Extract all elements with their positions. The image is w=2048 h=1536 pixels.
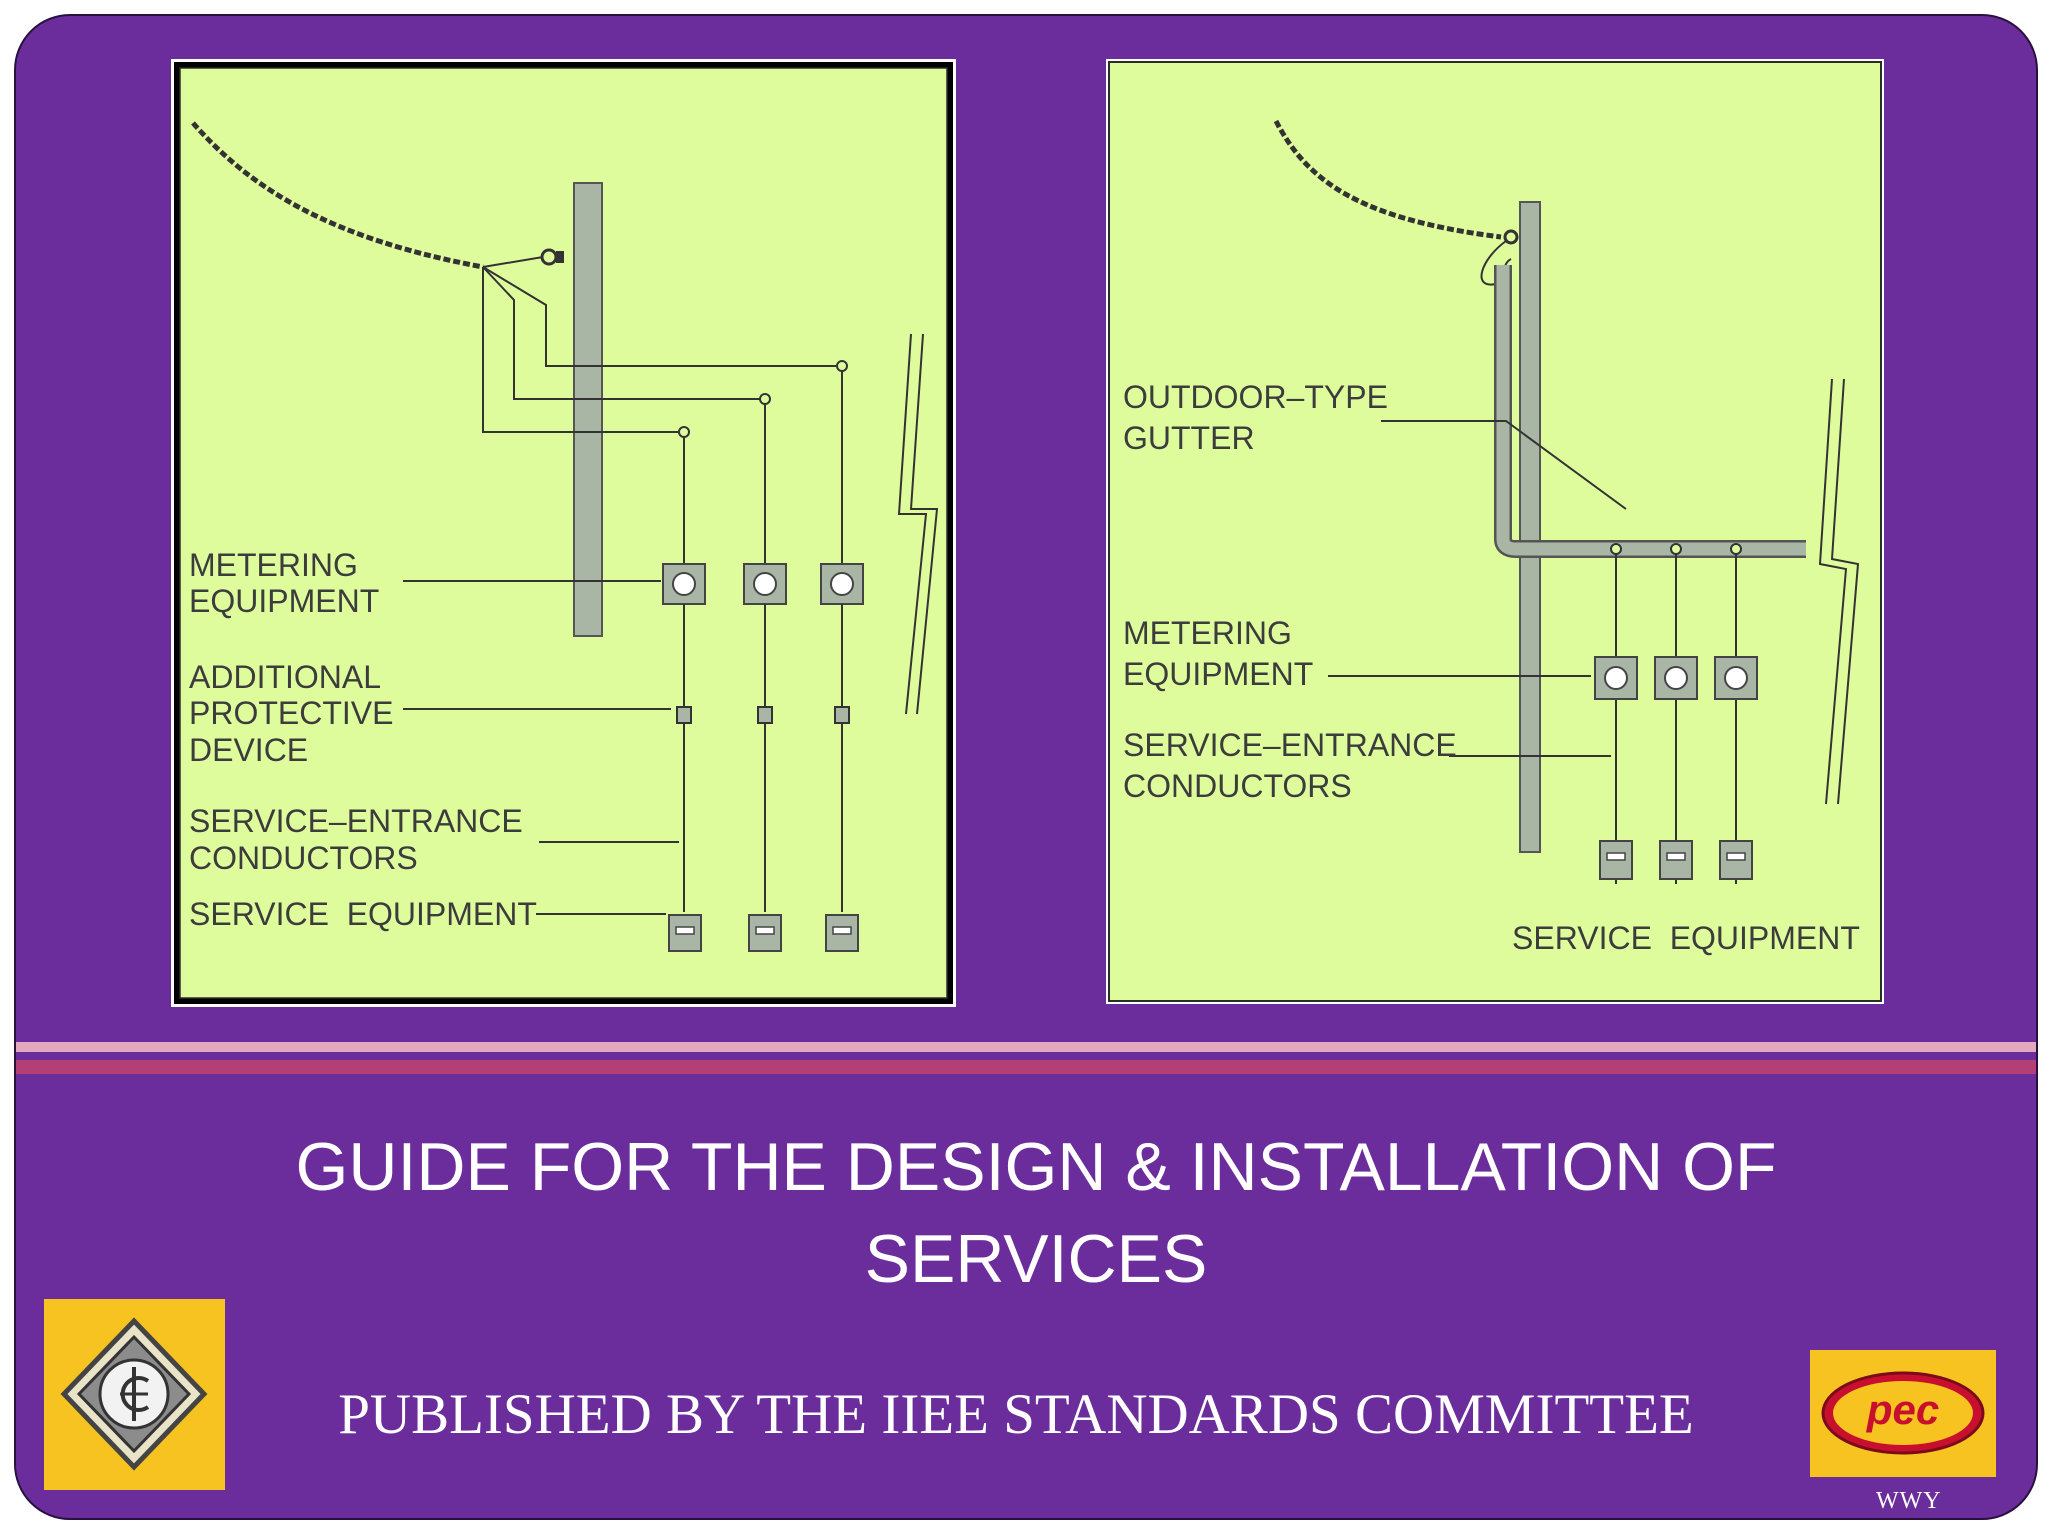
label-protective-3: DEVICE bbox=[189, 732, 308, 768]
diagram-left-panel: METERING EQUIPMENT ADDITIONAL PROTECTIVE… bbox=[171, 59, 956, 1007]
service-drop-3 bbox=[482, 266, 843, 572]
break-line-b bbox=[1830, 378, 1860, 805]
label-service-equipment: SERVICE EQUIPMENT bbox=[189, 896, 537, 932]
insulator bbox=[1503, 229, 1519, 245]
iiee-logo bbox=[44, 1299, 225, 1490]
meter-2 bbox=[743, 563, 787, 605]
service-drop-2 bbox=[482, 266, 766, 572]
protective-device-1 bbox=[676, 706, 692, 724]
page-title: GUIDE FOR THE DESIGN & INSTALLATION OF S… bbox=[176, 1121, 1896, 1305]
label-conductors-2: CONDUCTORS bbox=[1123, 768, 1352, 804]
break-line-a bbox=[897, 333, 928, 715]
tap-1 bbox=[1610, 543, 1622, 555]
leader-gutter bbox=[1381, 420, 1627, 510]
label-conductors-2: CONDUCTORS bbox=[189, 840, 418, 876]
protective-device-2 bbox=[757, 706, 773, 724]
meter-1 bbox=[1594, 656, 1638, 700]
page-title-line-1: GUIDE FOR THE DESIGN & INSTALLATION OF bbox=[295, 1129, 1777, 1205]
service-equipment-1 bbox=[1599, 840, 1633, 880]
service-equipment-2 bbox=[748, 914, 782, 952]
pec-logo: pec bbox=[1810, 1350, 1996, 1477]
meter-3 bbox=[820, 563, 864, 605]
footer-mark: WWY bbox=[1876, 1488, 1942, 1514]
service-equipment-2 bbox=[1659, 840, 1693, 880]
overhead-drop-wire bbox=[1273, 119, 1502, 240]
label-metering-1: METERING bbox=[189, 547, 358, 583]
service-equipment-3 bbox=[825, 914, 859, 952]
weatherhead-3 bbox=[836, 360, 848, 372]
insulator-bracket bbox=[556, 251, 564, 263]
outdoor-gutter bbox=[1496, 265, 1806, 556]
label-conductors-1: SERVICE–ENTRANCE bbox=[1123, 727, 1457, 763]
diagram-left: METERING EQUIPMENT ADDITIONAL PROTECTIVE… bbox=[171, 59, 956, 1007]
label-metering-2: EQUIPMENT bbox=[189, 583, 379, 619]
label-service-equipment: SERVICE EQUIPMENT bbox=[1512, 920, 1860, 956]
tap-3 bbox=[1730, 543, 1742, 555]
utility-pole bbox=[1519, 201, 1541, 853]
protective-device-3 bbox=[834, 706, 850, 724]
label-protective-2: PROTECTIVE bbox=[189, 695, 393, 731]
diagram-right-panel: OUTDOOR–TYPE GUTTER METERING EQUIPMENT S… bbox=[1106, 59, 1884, 1004]
meter-1 bbox=[662, 563, 706, 605]
publisher-line: PUBLISHED BY THE IIEE STANDARDS COMMITTE… bbox=[338, 1383, 1694, 1446]
weatherhead-2 bbox=[759, 393, 771, 405]
insulator-link bbox=[482, 256, 544, 268]
utility-pole bbox=[573, 182, 603, 637]
pec-logo-icon: pec bbox=[1821, 1371, 1985, 1455]
label-metering-1: METERING bbox=[1123, 615, 1292, 651]
accent-stripe-light bbox=[16, 1042, 2036, 1052]
service-drop-1 bbox=[482, 267, 685, 572]
meter-3 bbox=[1714, 656, 1758, 700]
pec-logo-text: pec bbox=[1866, 1386, 1939, 1433]
label-metering-2: EQUIPMENT bbox=[1123, 656, 1313, 692]
accent-stripe-dark bbox=[16, 1060, 2036, 1074]
label-gutter-1: OUTDOOR–TYPE bbox=[1123, 379, 1388, 415]
tap-2 bbox=[1670, 543, 1682, 555]
page-title-line-2: SERVICES bbox=[864, 1221, 1208, 1297]
iiee-emblem-icon bbox=[60, 1317, 208, 1471]
slide: METERING EQUIPMENT ADDITIONAL PROTECTIVE… bbox=[14, 14, 2038, 1520]
service-equipment-1 bbox=[668, 914, 702, 952]
break-line-a bbox=[1818, 378, 1848, 805]
label-protective-1: ADDITIONAL bbox=[189, 659, 381, 695]
overhead-drop-wire bbox=[191, 121, 484, 270]
diagram-right: OUTDOOR–TYPE GUTTER METERING EQUIPMENT S… bbox=[1106, 59, 1884, 1004]
break-line-b bbox=[909, 333, 939, 715]
service-equipment-3 bbox=[1719, 840, 1753, 880]
label-gutter-2: GUTTER bbox=[1123, 420, 1255, 456]
label-conductors-1: SERVICE–ENTRANCE bbox=[189, 803, 523, 839]
meter-2 bbox=[1654, 656, 1698, 700]
weatherhead-1 bbox=[678, 426, 690, 438]
